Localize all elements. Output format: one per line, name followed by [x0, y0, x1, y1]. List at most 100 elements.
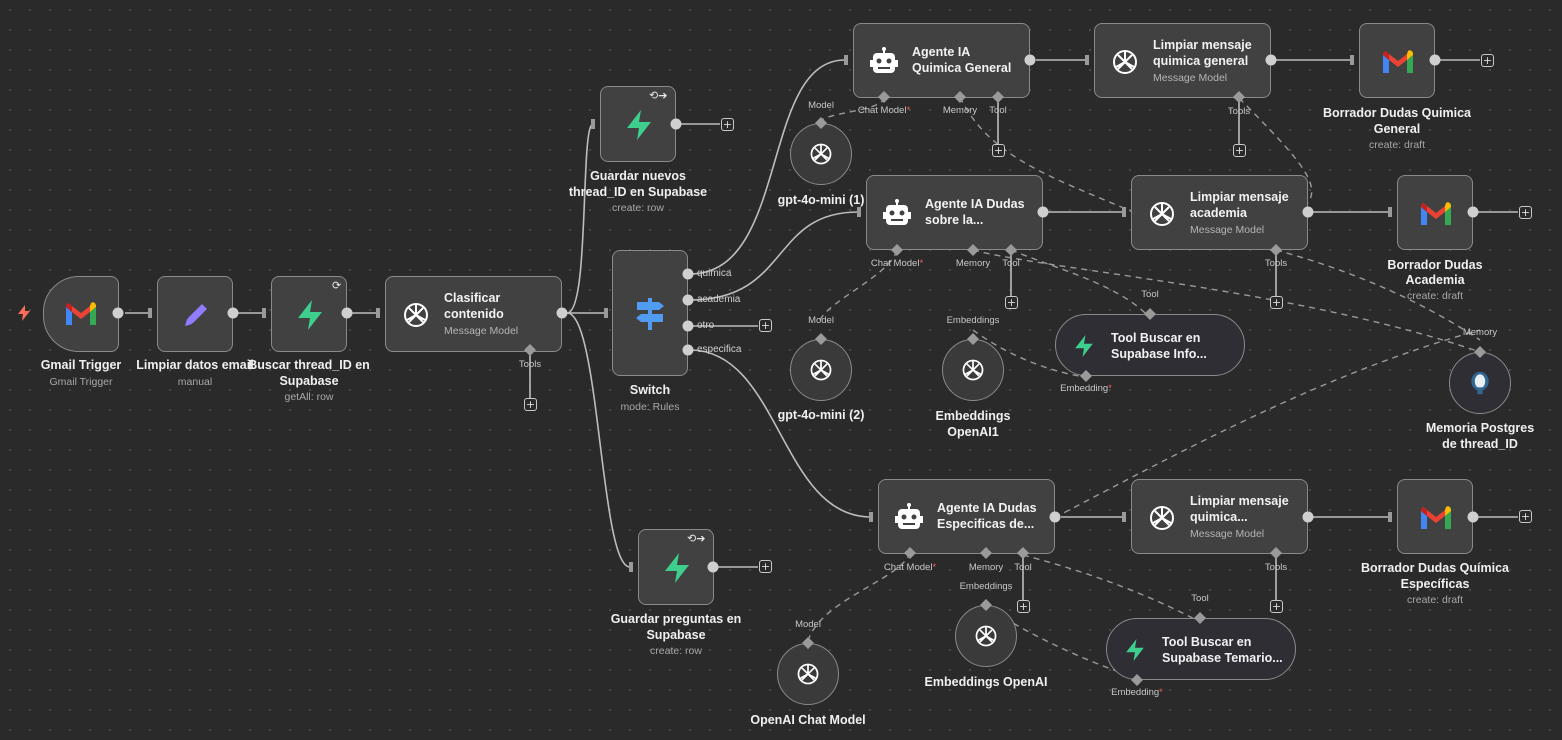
borrador-quimica-node[interactable]: [1359, 23, 1435, 98]
pencil-icon: [178, 297, 214, 333]
supabase-icon: [621, 107, 657, 143]
node-title-line2: academia: [1190, 206, 1247, 220]
node-title: gpt-4o-mini (1): [777, 193, 865, 207]
add-tool-button[interactable]: +: [1270, 600, 1283, 613]
tool-buscar-info-node[interactable]: Tool Buscar en Supabase Info...: [1055, 314, 1245, 376]
embeddings-openai-node[interactable]: [955, 605, 1017, 667]
add-tool-button[interactable]: +: [992, 144, 1005, 157]
openai-icon: [971, 621, 1001, 651]
node-title-line1: Borrador Dudas Química: [1361, 561, 1509, 575]
gpt1-model-node[interactable]: [790, 123, 852, 185]
add-node-button[interactable]: +: [1519, 206, 1532, 219]
add-tool-button[interactable]: +: [524, 398, 537, 411]
embeddings-openai1-node[interactable]: [942, 339, 1004, 401]
port-label: Tools: [1264, 258, 1288, 269]
add-tool-button[interactable]: +: [1005, 296, 1018, 309]
add-node-button[interactable]: +: [759, 560, 772, 573]
limpiar-quimica2-node[interactable]: Limpiar mensaje quimica... Message Model: [1131, 479, 1308, 554]
tool-buscar-temario-node[interactable]: Tool Buscar en Supabase Temario...: [1106, 618, 1296, 680]
edge-dashed: [972, 329, 1086, 378]
robot-icon: [891, 500, 927, 536]
switch-output-label: academia: [697, 294, 741, 305]
port-label: Memory: [968, 562, 1004, 573]
add-tool-button[interactable]: +: [1233, 144, 1246, 157]
port-label: Tools: [1264, 562, 1288, 573]
node-title: Embeddings OpenAI: [924, 675, 1048, 689]
node-title-line2: Especificas de...: [937, 517, 1035, 531]
openai-icon: [793, 659, 823, 689]
clasificar-node[interactable]: Clasificar contenido Message Model: [385, 276, 562, 352]
gmail-icon: [63, 299, 99, 329]
agente-quimica-node[interactable]: Agente IA Quimica General: [853, 23, 1030, 98]
node-subtitle: Message Model: [1190, 528, 1265, 540]
supabase-icon: [292, 297, 328, 333]
robot-icon: [879, 196, 915, 232]
node-subtitle: create: draft: [1368, 139, 1426, 151]
edge: [689, 349, 872, 518]
port-label: Embeddings: [946, 315, 1000, 326]
node-title-line1: Limpiar mensaje: [1190, 494, 1289, 508]
edge: [566, 123, 594, 314]
guardar-preguntas-node[interactable]: ⟲➔: [638, 529, 714, 605]
limpiar-datos-node[interactable]: [157, 276, 233, 352]
upsert-icon: ⟲➔: [687, 532, 706, 545]
gmail-trigger-node[interactable]: [43, 276, 119, 352]
trigger-bolt-icon: [18, 305, 30, 326]
node-subtitle: getAll: row: [284, 391, 334, 403]
limpiar-quimica-node[interactable]: Limpiar mensaje quimica general Message …: [1094, 23, 1271, 98]
openai-icon: [806, 139, 836, 169]
openai-icon: [1144, 500, 1180, 536]
port-label: Model: [808, 100, 834, 111]
supabase-icon: [1123, 637, 1147, 663]
agente-especificas-node[interactable]: Agente IA Dudas Especificas de...: [878, 479, 1055, 554]
add-node-button[interactable]: +: [759, 319, 772, 332]
node-title-line1: Limpiar mensaje: [1190, 190, 1289, 204]
openai-icon: [1144, 196, 1180, 232]
node-title-line1: Embeddings: [935, 409, 1011, 423]
gmail-icon: [1418, 503, 1454, 533]
edge-dashed: [959, 96, 1141, 216]
node-title-line1: Agente IA: [912, 45, 971, 59]
switch-node[interactable]: [612, 250, 688, 376]
switch-output-label: quimica: [697, 268, 732, 279]
port-label: Embedding*: [1060, 383, 1112, 394]
edge-dashed: [1022, 554, 1201, 623]
port-label: Memory: [955, 258, 991, 269]
gpt2-model-node[interactable]: [790, 339, 852, 401]
openai-icon: [398, 297, 434, 333]
openai-icon: [958, 355, 988, 385]
limpiar-academia-node[interactable]: Limpiar mensaje academia Message Model: [1131, 175, 1308, 250]
port-label: Model: [808, 315, 834, 326]
borrador-especificas-node[interactable]: [1397, 479, 1473, 554]
add-node-button[interactable]: +: [721, 118, 734, 131]
node-title-line1: Agente IA Dudas: [937, 501, 1037, 515]
edge: [566, 312, 631, 568]
openai-chat-model-node[interactable]: [777, 643, 839, 705]
add-node-button[interactable]: +: [1519, 510, 1532, 523]
node-title-line1: Clasificar: [444, 291, 501, 305]
node-title: gpt-4o-mini (2): [777, 408, 865, 422]
gmail-icon: [1380, 47, 1416, 77]
node-title-line1: Buscar thread_ID en: [248, 358, 370, 372]
agente-dudas-node[interactable]: Agente IA Dudas sobre la...: [866, 175, 1043, 250]
guardar-thread-node[interactable]: ⟲➔: [600, 86, 676, 162]
node-title: Limpiar datos email: [136, 358, 254, 372]
node-subtitle: create: draft: [1406, 290, 1464, 302]
port-label: Tool: [1191, 593, 1209, 604]
node-title-line2: Supabase: [279, 374, 339, 388]
node-subtitle: create: draft: [1406, 594, 1464, 606]
memoria-postgres-node[interactable]: [1449, 352, 1511, 414]
add-node-button[interactable]: +: [1481, 54, 1494, 67]
buscar-thread-node[interactable]: ⟳: [271, 276, 347, 352]
node-subtitle: Gmail Trigger: [49, 376, 113, 388]
node-subtitle: create: row: [612, 202, 664, 214]
port-label: Memory: [1462, 327, 1498, 338]
borrador-academia-node[interactable]: [1397, 175, 1473, 250]
node-title-line2: Academia: [1405, 273, 1465, 287]
add-tool-button[interactable]: +: [1017, 600, 1030, 613]
output-port[interactable]: [111, 307, 125, 321]
add-tool-button[interactable]: +: [1270, 296, 1283, 309]
node-title-line1: Agente IA Dudas: [925, 197, 1025, 211]
